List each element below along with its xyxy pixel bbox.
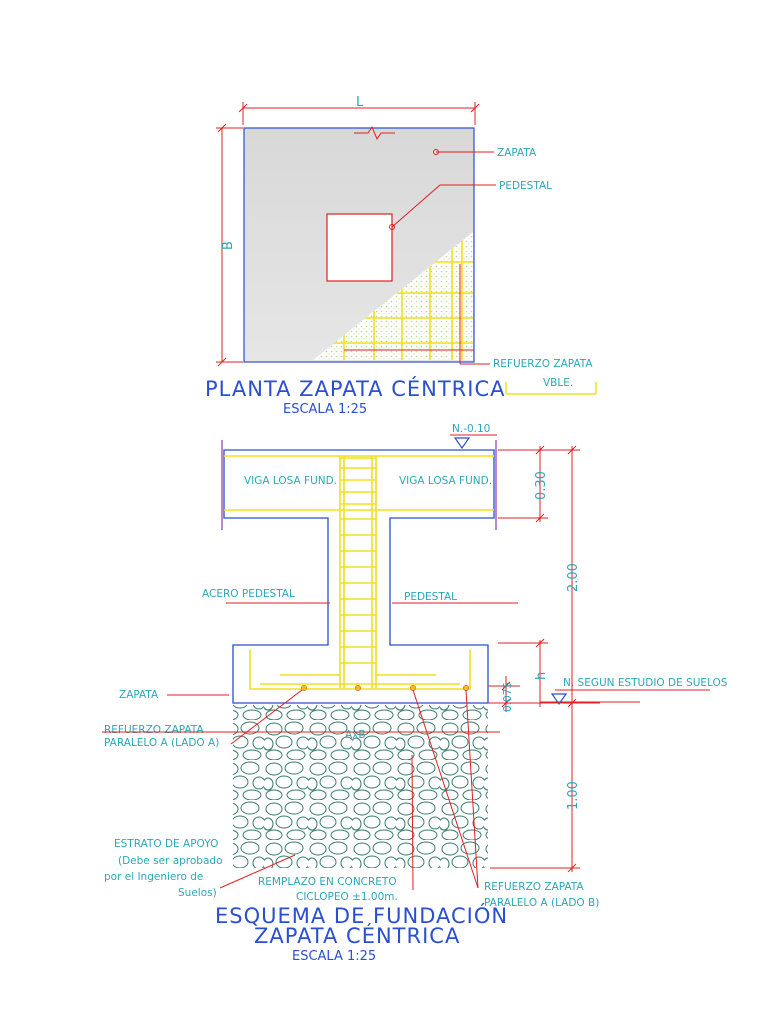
remplazo-label-1: REMPLAZO EN CONCRETO [258,876,397,888]
refuerzo-b-label-1: REFUERZO ZAPATA [484,881,584,893]
section-leaders [102,602,710,891]
section-title-2: ZAPATA CÉNTRICA [254,923,460,948]
viga-left-label: VIGA LOSA FUND. [244,475,337,487]
plan-scale: ESCALA 1:25 [283,402,367,417]
plan-title: PLANTA ZAPATA CÉNTRICA [205,376,506,401]
remplazo-label-2: CICLOPEO ±1.00m. [296,891,398,903]
level-top-triangle [453,437,471,450]
level-soil-triangle [550,693,568,706]
estrato-label-3: por el Ingeniero de [104,871,203,883]
pedestal-rebar [280,456,436,688]
label-zapata-plan: ZAPATA [497,147,537,159]
dim-h-label: h [534,672,549,680]
footing-rebar [249,650,471,690]
estrato-label-2: (Debe ser aprobado [118,855,223,867]
estrato-label-4: Suelos) [178,887,217,899]
pedestal-label: PEDESTAL [404,591,457,603]
label-vble: VBLE. [543,377,573,389]
section-title-1: ESQUEMA DE FUNDACIÓN [215,903,508,928]
dim-030-label: 0.30 [534,471,549,500]
dim-100-label: 1.00 [566,781,581,810]
label-pedestal-plan: PEDESTAL [499,180,552,192]
viga-right-label: VIGA LOSA FUND. [399,475,492,487]
refuerzo-a-label-1: REFUERZO ZAPATA [104,724,204,736]
dim-chain-right [488,445,600,873]
zapata-label: ZAPATA [119,689,159,701]
level-top-label: N.-0.10 [452,423,490,435]
nivel-suelos-label: N. SEGUN ESTUDIO DE SUELOS [563,677,728,689]
acero-pedestal-label: ACERO PEDESTAL [202,588,295,600]
reinforcement-area [313,232,473,360]
plan-leaders [344,149,496,365]
dim-width-line [238,102,480,125]
pedestal-plan [326,213,393,282]
section-scale: ESCALA 1:25 [292,949,376,964]
dim-height-line [216,123,243,367]
label-refuerzo-plan: REFUERZO ZAPATA [493,358,593,370]
section-outline [223,449,495,704]
break-line [354,125,395,141]
dim-width-label: L [356,95,364,110]
dim-0075-label: 0.075 [502,682,514,712]
refuerzo-a-label-2: PARALELO A (LADO A) [104,737,219,749]
axb-label: AxB [345,729,366,741]
rebar-dots [301,685,469,691]
estrato-label-1: ESTRATO DE APOYO [114,838,218,850]
plan-view: L B [205,95,597,417]
dim-height-label: B [221,241,236,250]
section-view: N.-0.10 [102,423,728,964]
refuerzo-b-label-2: PARALELO A (LADO B) [484,897,599,909]
dim-200-label: 2.00 [566,563,581,592]
